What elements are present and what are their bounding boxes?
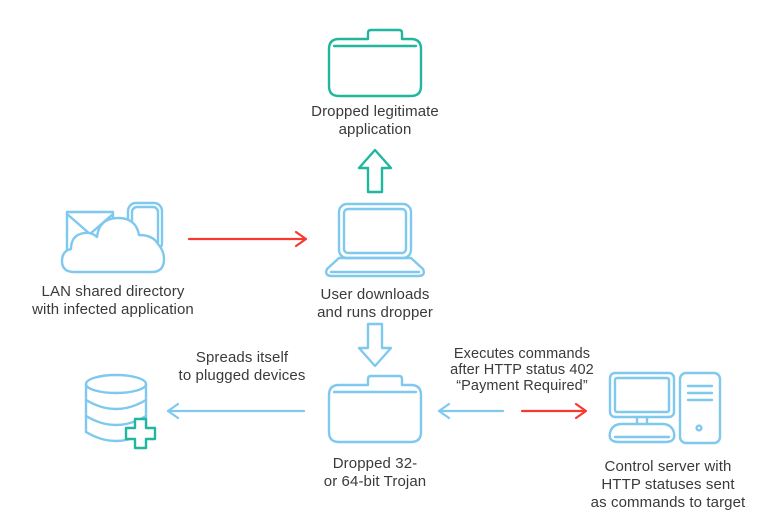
node-lan-directory-label: LAN shared directory with infected appli… — [13, 283, 213, 319]
folder-icon — [327, 26, 423, 103]
arrow-down-icon — [357, 322, 393, 373]
database-add-icon — [80, 372, 168, 461]
label-line: to plugged devices — [178, 367, 306, 384]
arrow-up-icon — [357, 148, 393, 199]
label-line: Dropped legitimate — [311, 103, 439, 120]
laptop-icon — [322, 202, 428, 285]
label-line: Dropped 32- — [332, 455, 418, 472]
label-line: after HTTP status 402 — [450, 362, 594, 378]
label-line: Executes commands — [453, 346, 591, 362]
plus-icon — [124, 417, 157, 450]
cloud-share-icon — [58, 197, 168, 280]
folder-icon — [327, 372, 423, 449]
label-line: HTTP statuses sent — [601, 476, 735, 493]
statuses-arrow-icon — [520, 401, 592, 426]
executes-arrow-icon — [433, 401, 507, 426]
label-line: “Payment Required” — [456, 378, 588, 394]
label-line: LAN shared directory — [41, 283, 185, 300]
edge-spreads-label: Spreads itself to plugged devices — [142, 349, 342, 385]
label-line: or 64-bit Trojan — [323, 473, 427, 490]
node-user-dropper-label: User downloads and runs dropper — [275, 286, 475, 322]
node-dropped-app-label: Dropped legitimate application — [275, 103, 475, 139]
spreads-arrow-icon — [164, 401, 309, 426]
infection-arrow-icon — [186, 229, 316, 254]
label-line: with infected application — [32, 301, 194, 318]
node-trojan-label: Dropped 32- or 64-bit Trojan — [275, 455, 475, 491]
edge-executes-label: Executes commands after HTTP status 402 … — [422, 346, 622, 394]
label-line: as commands to target — [590, 494, 746, 511]
server-icon — [608, 371, 723, 464]
label-line: Control server with — [604, 458, 732, 475]
label-line: Spreads itself — [195, 349, 289, 366]
label-line: User downloads — [320, 286, 430, 303]
label-line: and runs dropper — [317, 304, 433, 321]
node-control-server-label: Control server with HTTP statuses sent a… — [568, 458, 768, 512]
label-line: application — [338, 121, 412, 138]
